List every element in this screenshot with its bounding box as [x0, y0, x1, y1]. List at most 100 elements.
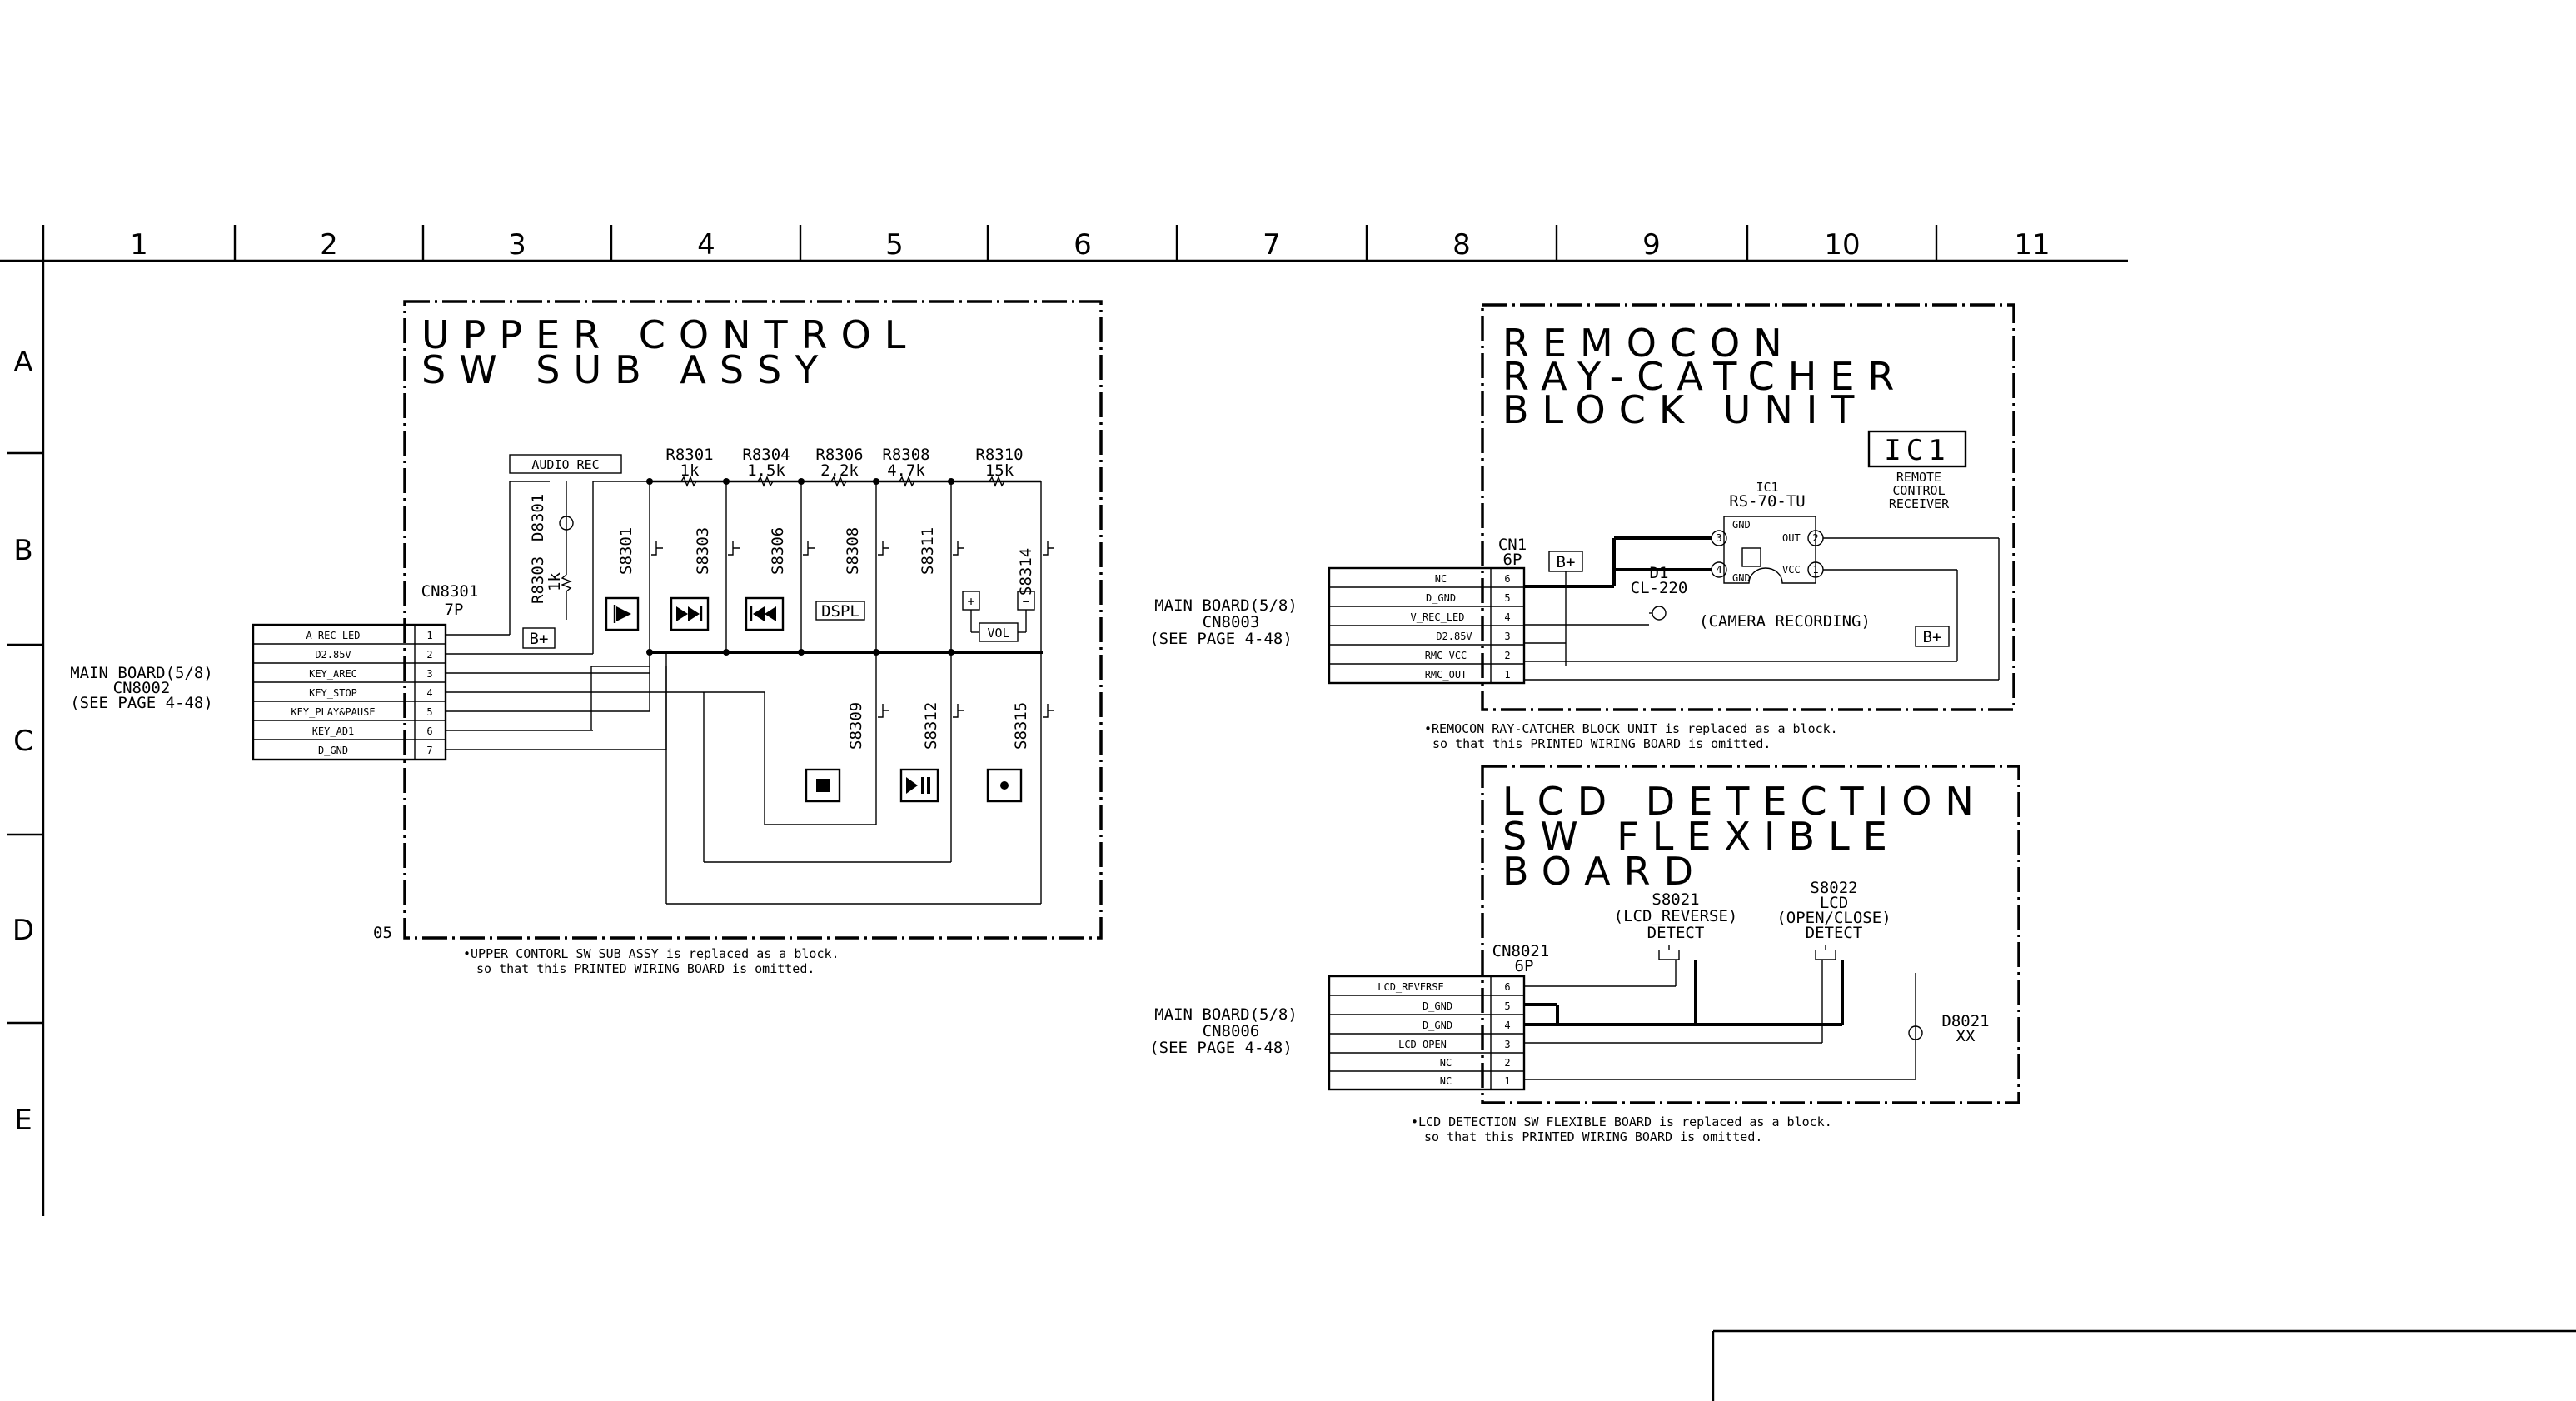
remocon-bplus2-label: B+ [1923, 628, 1942, 646]
grid-column-labels: 1 2 3 4 5 6 7 8 9 10 11 [130, 228, 2050, 262]
ic1-label: IC1 [1756, 480, 1778, 495]
grid-col-2: 2 [320, 228, 338, 262]
cn8006-pin6-name: LCD_REVERSE [1378, 981, 1443, 993]
s8309-contact [878, 704, 889, 718]
lcd-title-line1: LCD DETECTION [1502, 779, 1987, 824]
main-right1-line3: (SEE PAGE 4-48) [1149, 630, 1293, 648]
main-left-line3: (SEE PAGE 4-48) [70, 694, 213, 712]
s8021-switch-icon [1658, 945, 1680, 960]
play-key-icon [605, 596, 640, 631]
ic1-pin3: 3 [1716, 532, 1721, 544]
d8021-val: XX [1956, 1027, 1976, 1045]
main-right2-line2: CN8006 [1203, 1022, 1260, 1040]
cn8003-pin5-num: 5 [1504, 592, 1510, 604]
d8021-label: D8021 [1941, 1012, 1989, 1030]
ic1-lens [1741, 547, 1761, 567]
cn8002-pin2-num: 2 [426, 649, 432, 661]
dspl-key-label: DSPL [821, 602, 859, 621]
grid-row-B: B [13, 534, 32, 567]
upper-note-line2: so that this PRINTED WIRING BOARD is omi… [476, 961, 815, 976]
lcd-note-line1: •LCD DETECTION SW FLEXIBLE BOARD is repl… [1411, 1114, 1832, 1129]
d1-led-icon [1652, 606, 1667, 621]
s8301-label: S8301 [617, 527, 635, 575]
ic1-box [1867, 430, 1967, 468]
r8306-val: 2.2k [820, 461, 859, 480]
ic1-vcc: VCC [1782, 564, 1801, 576]
vol-label: VOL [987, 626, 1009, 641]
main-board-cn8003: MAIN BOARD(5/8) CN8003 (SEE PAGE 4-48) N… [1149, 566, 1526, 685]
cn8003-pin2-name: RMC_VCC [1425, 650, 1467, 661]
d8301-label: D8301 [529, 494, 547, 541]
grid-row-E: E [14, 1104, 32, 1137]
cn8003-pin6-num: 6 [1504, 573, 1510, 585]
grid-frame [0, 225, 2576, 1401]
lcd-note-line2: so that this PRINTED WIRING BOARD is omi… [1424, 1129, 1762, 1144]
grid-col-4: 4 [697, 228, 715, 262]
s8021-desc2: DETECT [1647, 924, 1705, 942]
s8309-label: S8309 [847, 702, 865, 750]
r8310-val: 15k [985, 461, 1014, 480]
cn8003-pin2-num: 2 [1504, 650, 1510, 661]
cn8002-pin2-name: D2.85V [315, 649, 351, 661]
cn8002-connector [252, 623, 447, 761]
grid-col-8: 8 [1452, 228, 1471, 262]
cn8003-pin4-num: 4 [1504, 611, 1510, 623]
s8312-contact [953, 704, 964, 718]
upper-corner-code: 05 [373, 924, 392, 942]
remocon-bplus-label: B+ [1557, 553, 1576, 571]
cn8003-pin1-num: 1 [1504, 669, 1510, 681]
remocon-title-line1: REMOCON [1502, 321, 1796, 366]
s8022-desc2: (OPEN/CLOSE) [1776, 909, 1891, 927]
r8304-symbol [757, 476, 774, 487]
cn8003-pin3-num: 3 [1504, 631, 1510, 642]
cn8006-pin5-num: 5 [1504, 1000, 1510, 1012]
r8303-label: R8303 [529, 556, 547, 604]
remocon-board: REMOCON RAY-CATCHER BLOCK UNIT IC1 REMOT… [1424, 303, 2015, 751]
cn8006-pin3-name: LCD_OPEN [1398, 1039, 1447, 1050]
upper-note-line1: •UPPER CONTORL SW SUB ASSY is replaced a… [463, 946, 840, 961]
ic1-body [1723, 516, 1816, 584]
s8306-label: S8306 [769, 527, 787, 575]
cn8002-pin6-name: KEY_AD1 [312, 725, 355, 737]
cn8002-pin7-name: D_GND [318, 745, 348, 756]
grid-col-9: 9 [1642, 228, 1661, 262]
rec-key-icon [986, 768, 1023, 803]
s8308-contact [878, 541, 889, 556]
s8308-label: S8308 [844, 527, 862, 575]
lcd-title-line3: BOARD [1502, 849, 1707, 894]
main-right2-line1: MAIN BOARD(5/8) [1154, 1005, 1298, 1024]
cn8002-pin1-num: 1 [426, 630, 432, 641]
remocon-title-line3: BLOCK UNIT [1502, 387, 1867, 432]
cn8021-label: CN8021 [1492, 942, 1550, 960]
cn8006-pin3-num: 3 [1504, 1039, 1510, 1050]
s8022-switch-icon [1815, 945, 1836, 960]
cn8006-connector [1328, 975, 1526, 1091]
r8308-symbol [899, 476, 915, 487]
cn8002-pin5-num: 5 [426, 706, 432, 718]
cn8006-pin2-num: 2 [1504, 1057, 1510, 1069]
main-board-cn8002: MAIN BOARD(5/8) CN8002 (SEE PAGE 4-48) A… [70, 623, 447, 761]
ic1-box-label: IC1 [1884, 434, 1950, 467]
cn1-pins: 6P [1503, 551, 1522, 569]
s8303-contact [728, 541, 740, 556]
upper-title-line2: SW SUB ASSY [421, 347, 831, 392]
cn8301-label: CN8301 [421, 582, 479, 601]
cn8006-pin4-num: 4 [1504, 1020, 1510, 1031]
remocon-board-outline [1481, 303, 2015, 711]
upper-control-board: UPPER CONTROL SW SUB ASSY AUDIO REC R830… [373, 300, 1103, 976]
d1-part: CL-220 [1631, 579, 1688, 597]
cn8002-pin1-name: A_REC_LED [306, 630, 360, 641]
ic1-gnd-bottom: GND [1732, 572, 1751, 584]
upper-board-outline [403, 300, 1103, 940]
cn8002-pin4-num: 4 [426, 687, 432, 699]
cn8021-pins: 6P [1515, 957, 1534, 975]
s8021-label: S8021 [1652, 890, 1699, 909]
upper-bplus-box [522, 627, 556, 649]
s8315-label: S8315 [1012, 702, 1030, 750]
cn8003-pin6-name: NC [1435, 573, 1447, 585]
grid-col-10: 10 [1824, 228, 1860, 262]
r8304-ref: R8304 [742, 446, 790, 464]
main-board-cn8006: MAIN BOARD(5/8) CN8006 (SEE PAGE 4-48) L… [1149, 975, 1526, 1091]
s8312-label: S8312 [922, 702, 940, 750]
main-right2-line3: (SEE PAGE 4-48) [1149, 1039, 1293, 1057]
